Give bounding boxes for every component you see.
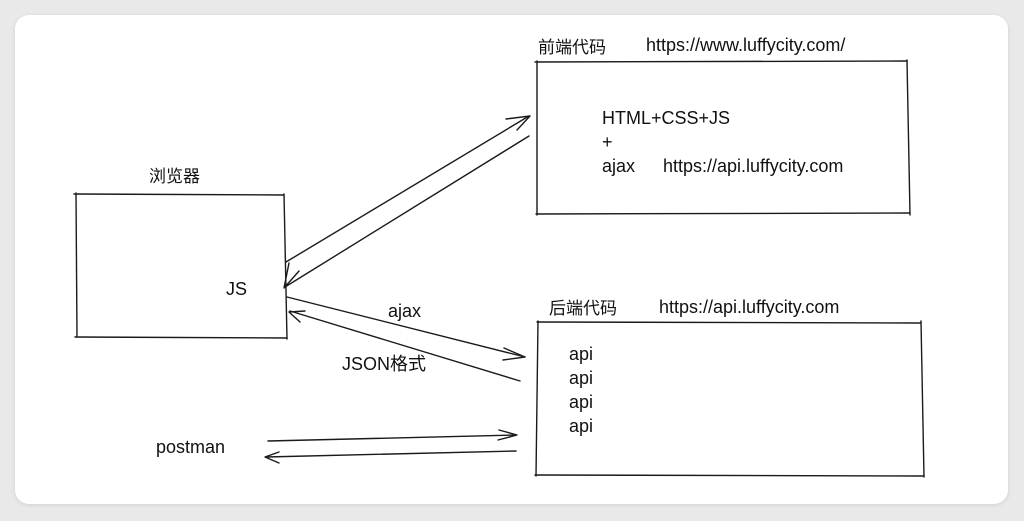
frontend-ajax-url: https://api.luffycity.com: [663, 156, 844, 176]
frontend-ajax-label: ajax: [602, 156, 636, 176]
arrow-postman-to-backend: [267, 429, 518, 442]
frontend-url: https://www.luffycity.com/: [646, 35, 846, 55]
arrow-frontend-to-browser: [283, 135, 530, 289]
arrow-browser-to-frontend: [285, 115, 531, 263]
frontend-box: [534, 59, 911, 216]
frontend-line-2: +: [602, 132, 613, 152]
browser-js-label: JS: [226, 279, 248, 299]
backend-title: 后端代码: [549, 299, 617, 319]
frontend-line-1: HTML+CSS+JS: [602, 108, 731, 128]
backend-url: https://api.luffycity.com: [659, 297, 840, 317]
browser-box: [73, 192, 288, 340]
arrow-backend-to-browser: [288, 310, 521, 382]
edge-ajax-label: ajax: [388, 301, 422, 321]
diagram-card: [15, 15, 1008, 504]
arrow-browser-to-backend: [286, 296, 526, 361]
backend-box: [534, 320, 925, 478]
frontend-title: 前端代码: [538, 38, 606, 58]
arrow-backend-to-postman: [264, 450, 517, 464]
browser-title: 浏览器: [149, 167, 200, 187]
backend-api-4: api: [569, 416, 594, 436]
edge-json-label: JSON格式: [342, 354, 427, 374]
backend-api-1: api: [569, 344, 594, 364]
backend-api-3: api: [569, 392, 594, 412]
edge-postman-label: postman: [156, 437, 226, 457]
backend-api-2: api: [569, 368, 594, 388]
